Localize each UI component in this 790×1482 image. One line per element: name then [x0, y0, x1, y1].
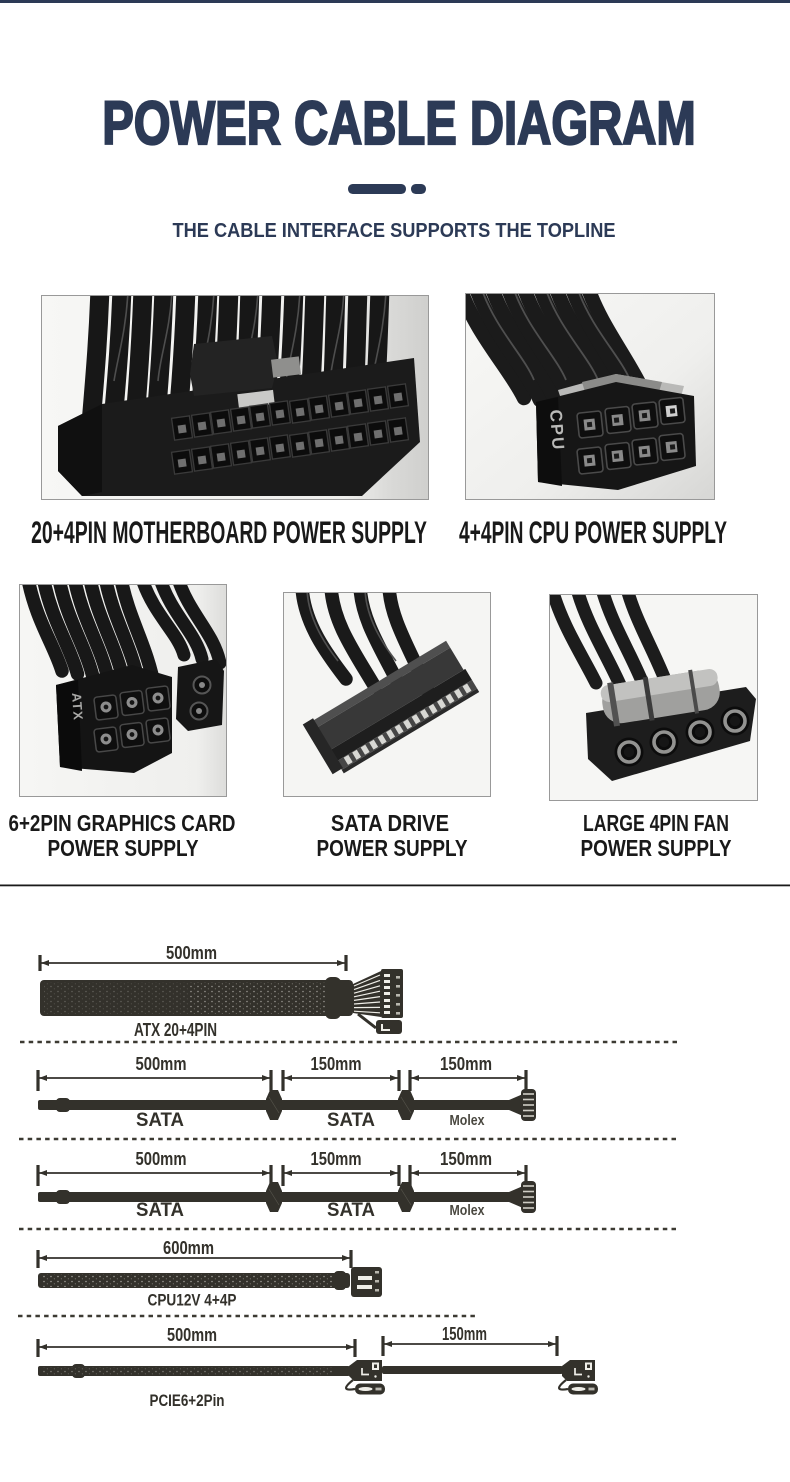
- svg-text:Molex: Molex: [450, 1202, 486, 1219]
- svg-text:500mm: 500mm: [136, 1053, 187, 1074]
- svg-text:150mm: 150mm: [442, 1323, 487, 1344]
- svg-text:600mm: 600mm: [163, 1237, 214, 1258]
- svg-text:500mm: 500mm: [136, 1148, 187, 1169]
- svg-text:SATA: SATA: [136, 1200, 184, 1221]
- svg-text:150mm: 150mm: [311, 1148, 362, 1169]
- svg-text:SATA: SATA: [327, 1110, 375, 1131]
- svg-text:Molex: Molex: [450, 1112, 486, 1129]
- svg-text:150mm: 150mm: [440, 1053, 492, 1074]
- svg-text:PCIE6+2Pin: PCIE6+2Pin: [150, 1392, 225, 1410]
- svg-text:500mm: 500mm: [167, 1324, 217, 1345]
- svg-text:SATA: SATA: [327, 1200, 375, 1221]
- svg-text:CPU12V 4+4P: CPU12V 4+4P: [148, 1292, 237, 1310]
- svg-text:ATX: ATX: [69, 692, 86, 721]
- svg-text:150mm: 150mm: [440, 1148, 492, 1169]
- svg-text:CPU: CPU: [546, 409, 568, 452]
- svg-text:ATX 20+4PIN: ATX 20+4PIN: [134, 1019, 217, 1040]
- svg-text:150mm: 150mm: [311, 1053, 362, 1074]
- svg-text:SATA: SATA: [136, 1110, 184, 1131]
- svg-text:500mm: 500mm: [166, 942, 217, 963]
